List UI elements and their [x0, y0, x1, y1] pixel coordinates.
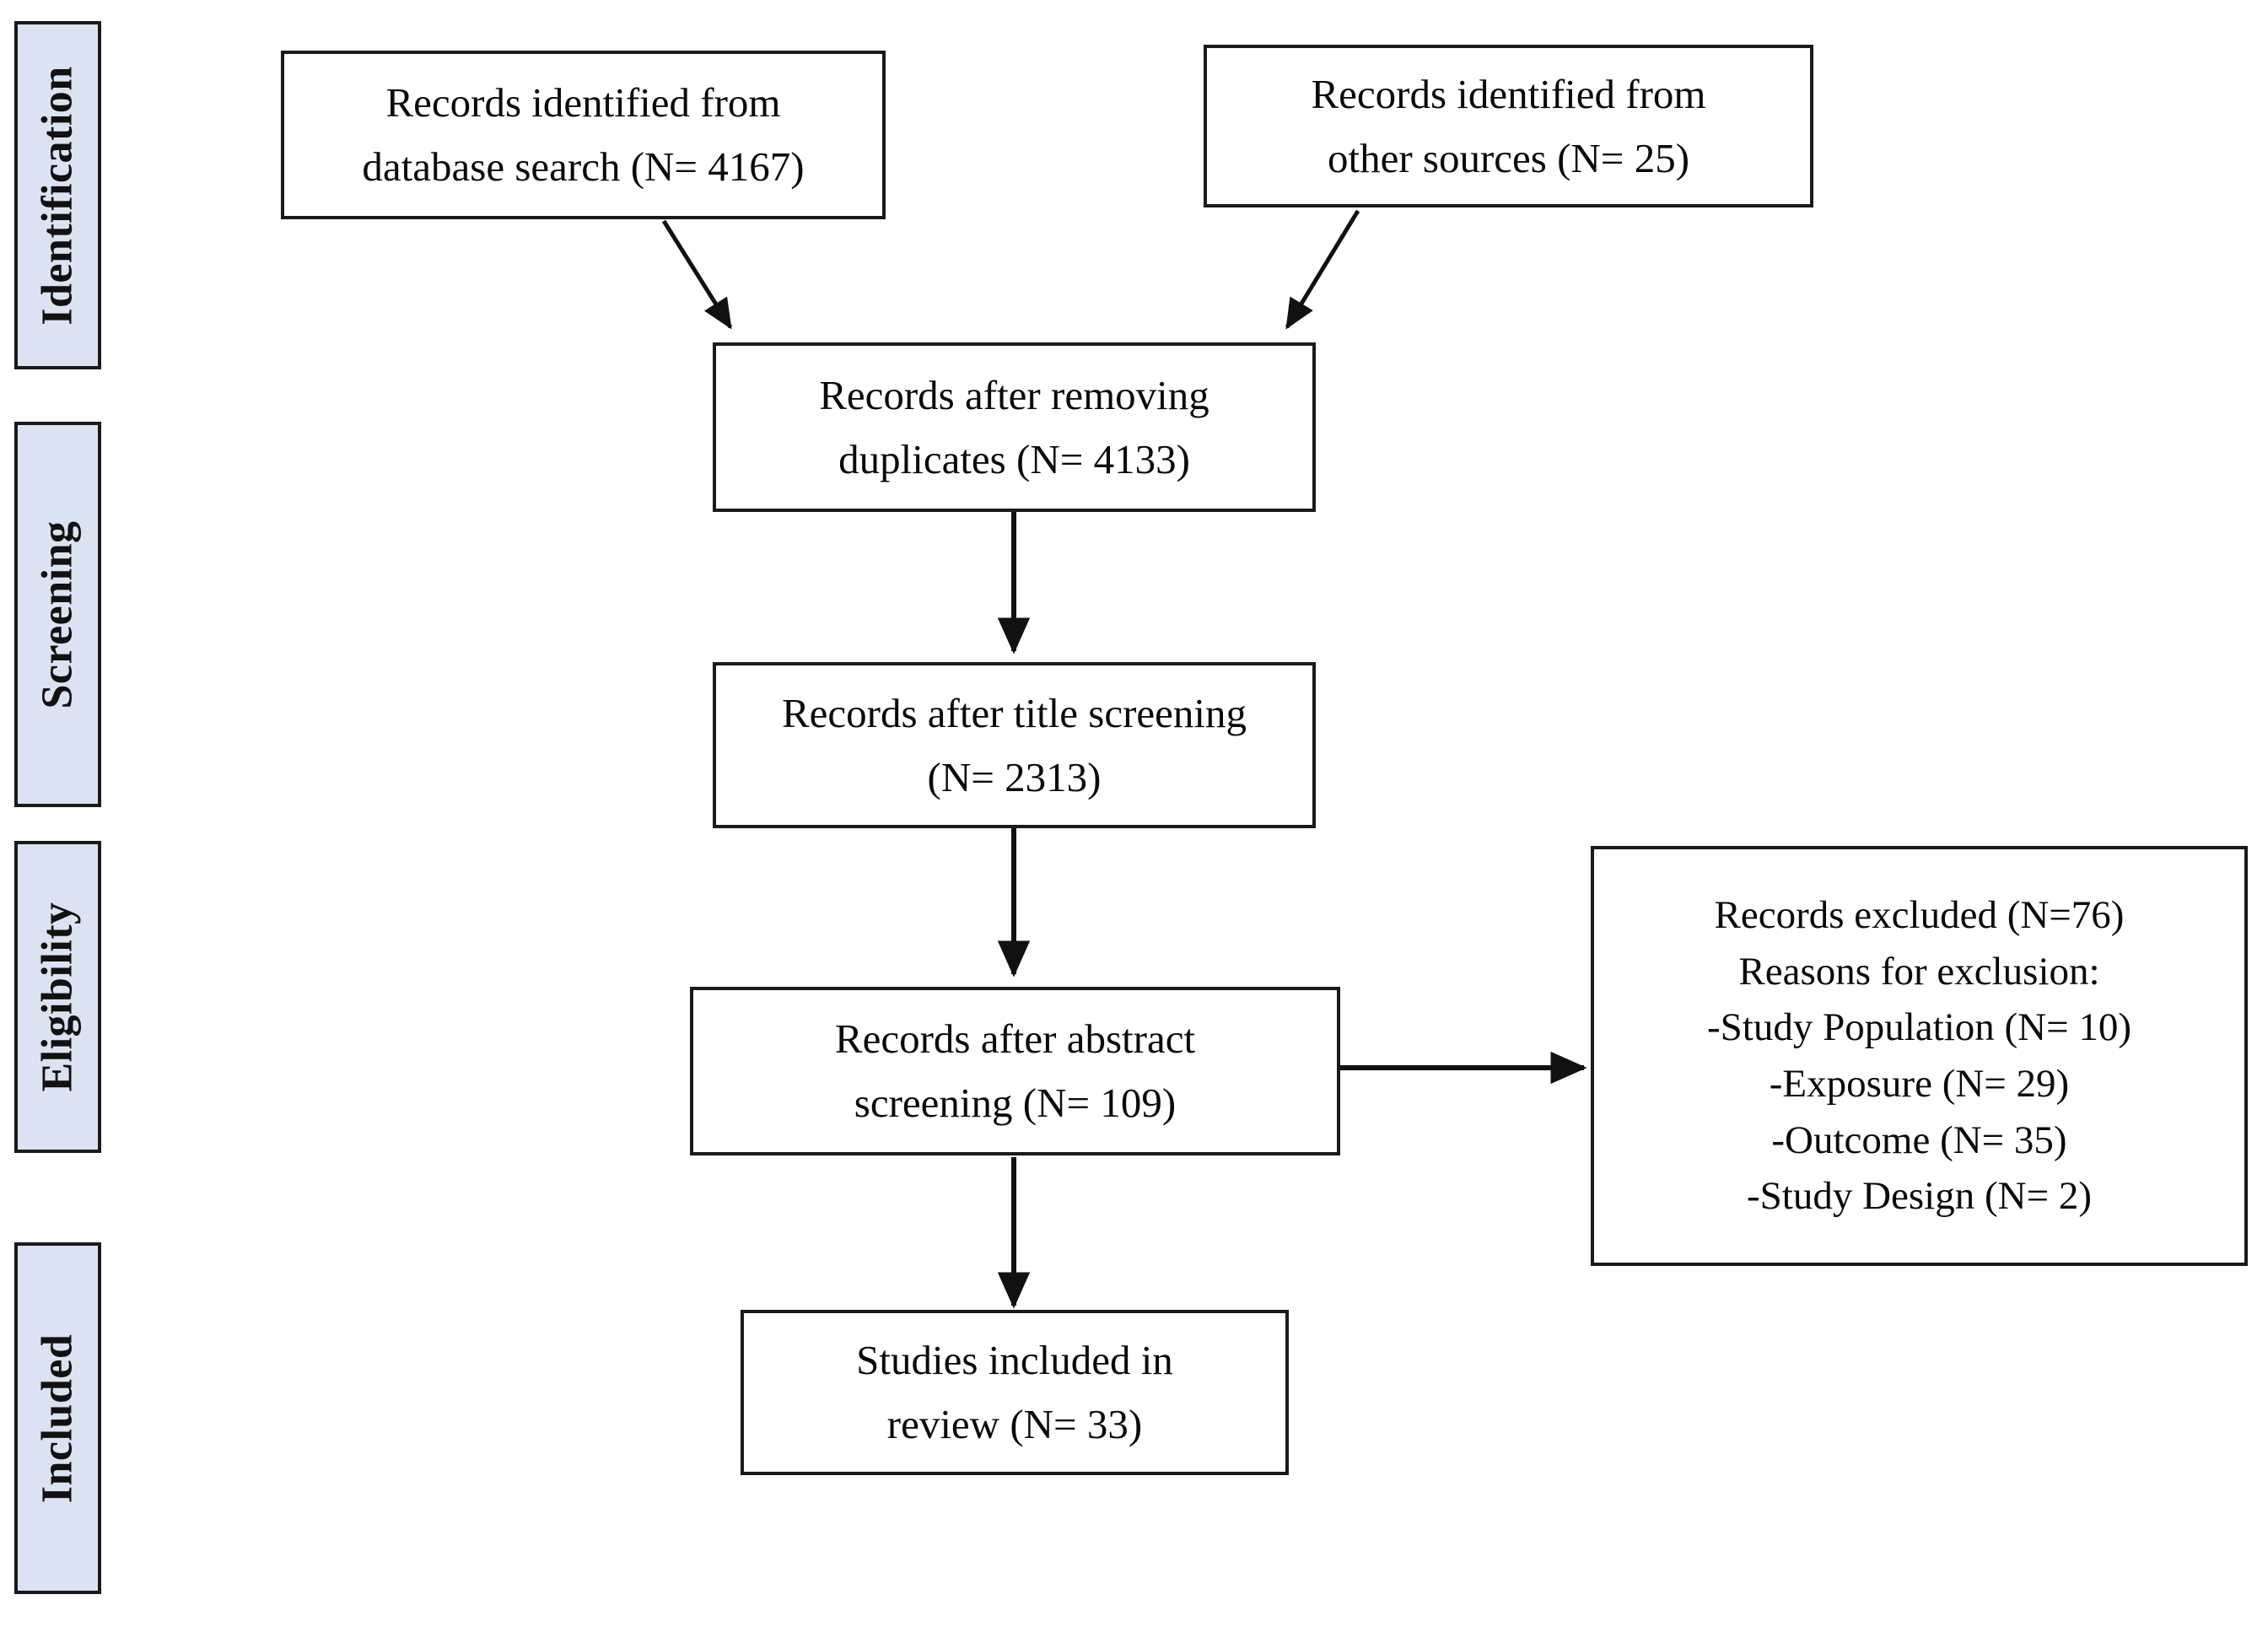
stage-label-identification: Identification	[33, 65, 82, 326]
box-line: -Study Design (N= 2)	[1746, 1174, 2092, 1219]
box-line: review (N= 33)	[886, 1401, 1143, 1447]
stage-label-screening: Screening	[33, 520, 82, 709]
box-line: database search (N= 4167)	[362, 143, 805, 190]
box-line: screening (N= 109)	[854, 1080, 1177, 1126]
box-line: other sources (N= 25)	[1327, 134, 1690, 181]
box-records-identified-database: Records identified from database search …	[281, 51, 886, 219]
box-line: (N= 2313)	[927, 753, 1102, 800]
stage-box-screening: Screening	[14, 422, 101, 807]
box-records-after-duplicates: Records after removing duplicates (N= 41…	[713, 342, 1316, 512]
box-line: -Outcome (N= 35)	[1771, 1118, 2067, 1162]
box-line: Studies included in	[856, 1337, 1173, 1384]
box-line: Reasons for exclusion:	[1738, 949, 2100, 994]
stage-label-included: Included	[33, 1333, 82, 1503]
box-line: Records identified from	[385, 79, 781, 127]
arrow-database-to-duplicates	[661, 219, 733, 330]
box-line: -Study Population (N= 10)	[1706, 1005, 2132, 1050]
stage-box-identification: Identification	[14, 21, 101, 369]
box-records-after-abstract-screening: Records after abstract screening (N= 109…	[690, 987, 1340, 1155]
box-line: Records identified from	[1311, 70, 1706, 117]
stage-label-eligibility: Eligibility	[33, 902, 82, 1092]
box-records-after-title-screening: Records after title screening (N= 2313)	[713, 662, 1316, 828]
stage-box-eligibility: Eligibility	[14, 841, 101, 1153]
arrow-other-to-duplicates	[1285, 209, 1360, 330]
box-line: -Exposure (N= 29)	[1769, 1062, 2070, 1106]
box-line: Records excluded (N=76)	[1714, 892, 2125, 937]
box-records-excluded: Records excluded (N=76) Reasons for excl…	[1591, 846, 2248, 1266]
box-records-identified-other: Records identified from other sources (N…	[1204, 45, 1813, 207]
box-line: duplicates (N= 4133)	[838, 435, 1190, 482]
box-studies-included-in-review: Studies included in review (N= 33)	[741, 1310, 1289, 1475]
stage-box-included: Included	[14, 1242, 101, 1594]
box-line: Records after removing	[819, 371, 1209, 418]
box-line: Records after abstract	[834, 1015, 1196, 1063]
box-line: Records after title screening	[781, 689, 1247, 736]
